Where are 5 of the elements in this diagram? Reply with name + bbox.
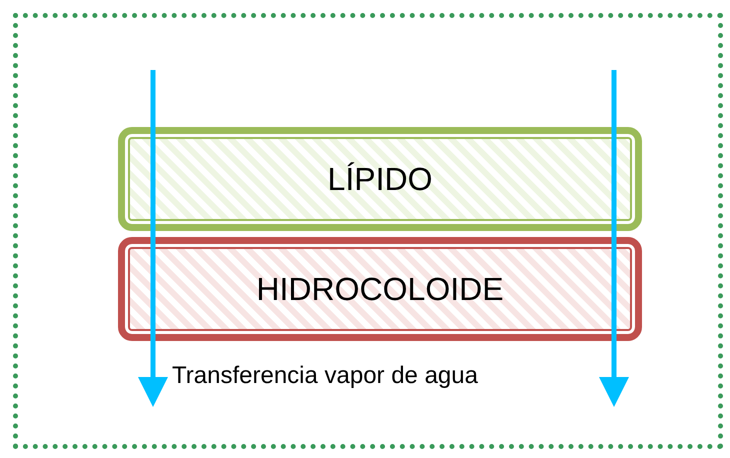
layer-label: HIDROCOLOIDE [256, 270, 504, 308]
layer-box [118, 127, 642, 231]
layer-label: LÍPIDO [328, 160, 432, 198]
layer-box [118, 237, 642, 341]
caption-text: Transferencia vapor de agua [172, 362, 478, 390]
